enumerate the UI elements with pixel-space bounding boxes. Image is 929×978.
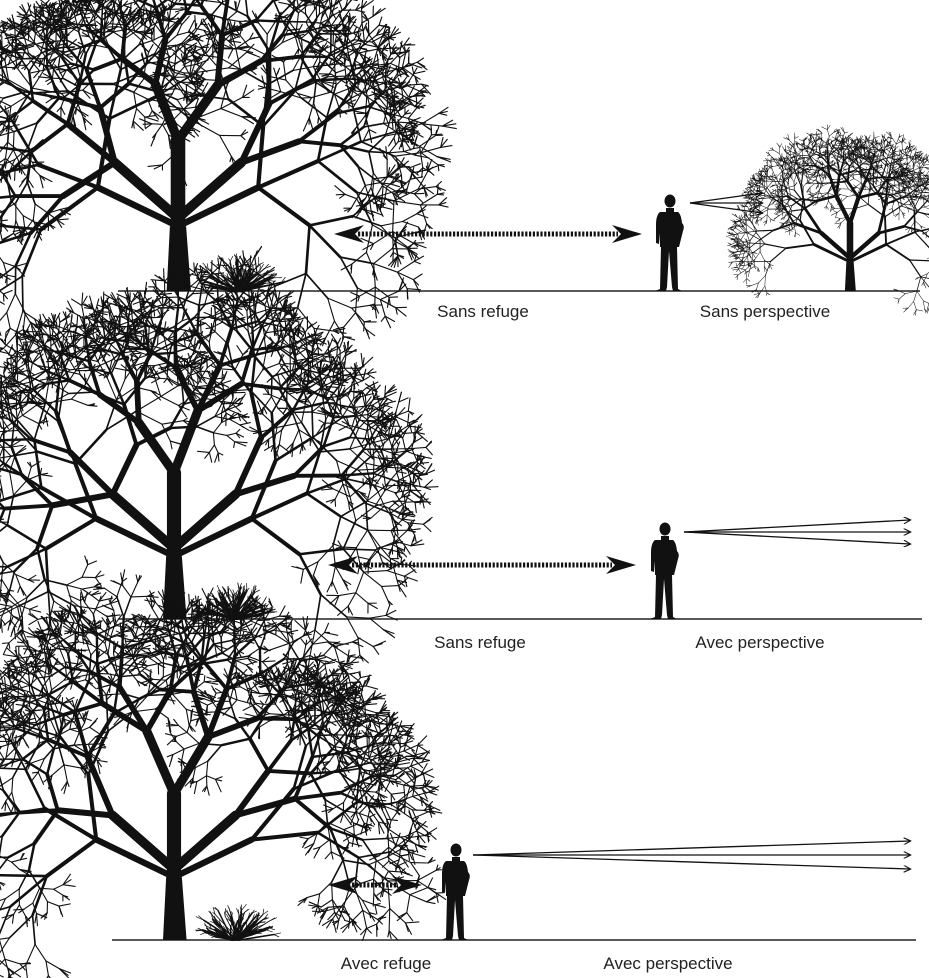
tree-icon: [0, 0, 457, 366]
bush-icon: [195, 903, 282, 941]
double-arrow-icon: [328, 556, 636, 574]
far-tree-icon: [726, 124, 929, 316]
scene-2: Sans refuge Avec perspective: [0, 254, 922, 681]
double-arrow-icon: [328, 876, 422, 894]
person-icon: [441, 843, 470, 940]
tree-icon: [0, 254, 439, 681]
scene-3: Avec refuge Avec perspective: [0, 569, 916, 978]
sight-lines-icon: [683, 520, 910, 544]
scene-1: Sans refuge Sans perspective: [0, 0, 929, 366]
perspective-label: Avec perspective: [603, 954, 732, 973]
refuge-label: Sans refuge: [437, 302, 529, 321]
tree-icon: [0, 569, 447, 978]
refuge-label: Avec refuge: [341, 954, 431, 973]
perspective-label: Sans perspective: [700, 302, 830, 321]
sight-lines-icon: [472, 841, 910, 869]
double-arrow-icon: [334, 225, 642, 243]
sight-lines-icon: [689, 193, 762, 213]
perspective-label: Avec perspective: [695, 633, 824, 652]
person-icon: [650, 522, 679, 619]
person-icon: [655, 194, 684, 291]
refuge-label: Sans refuge: [434, 633, 526, 652]
